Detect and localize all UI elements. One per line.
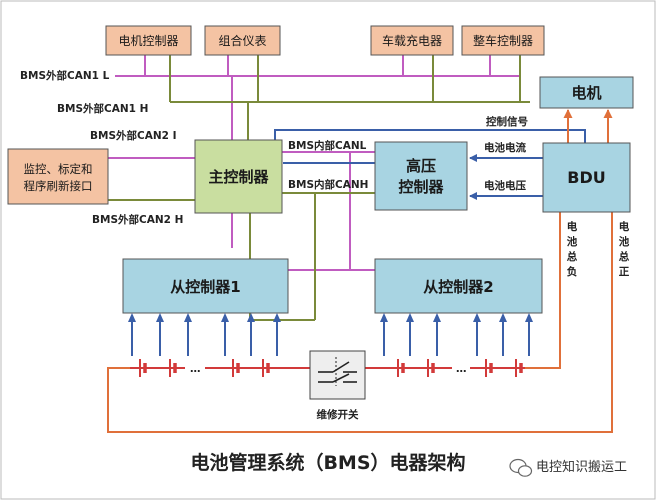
svg-text:组合仪表: 组合仪表 [218,33,266,48]
battery-cells-group-2 [388,359,525,377]
svg-text:从控制器1: 从控制器1 [170,278,240,296]
int-canl-bus [282,151,375,271]
ext-can1-l-bus [115,55,520,140]
battery-current-label: 电池电流 [484,141,526,154]
vehicle-controller-box: 整车控制器 [461,25,545,56]
svg-text:监控、标定和: 监控、标定和 [24,162,93,176]
svg-text:电控知识搬运工: 电控知识搬运工 [536,459,627,475]
sense-arrow [473,313,481,356]
control-signal-line2 [469,154,555,200]
svg-text:整车控制器: 整车控制器 [473,33,533,48]
sense-arrow [156,313,164,356]
wechat-icon [509,458,533,477]
svg-text:电机控制器: 电机控制器 [118,34,178,48]
ext-can1-l-label: BMS外部CAN1 L [20,69,110,82]
onboard-charger-box: 车载充电器 [370,25,454,56]
cells-ellipsis-2: … [456,363,467,375]
sense-arrow [406,313,414,356]
slave-controller-2-box: 从控制器2 [374,258,543,314]
battery-pos-label: 电池总正 [619,220,630,278]
service-switch [290,350,388,400]
svg-text:BDU: BDU [567,168,605,187]
sense-arrow [273,313,281,356]
sense-arrow [247,313,255,356]
sense-arrow [380,313,388,356]
monitor-interface-box: 监控、标定和 程序刷新接口 [7,148,109,205]
ext-can1-h-label: BMS外部CAN1 H [57,102,148,115]
battery-cell [139,359,147,377]
int-canh-label: BMS内部CANH [288,178,368,191]
battery-cell [169,359,177,377]
svg-text:车载充电器: 车载充电器 [382,33,442,48]
battery-cell [485,359,493,377]
battery-cell [232,359,240,377]
svg-text:从控制器2: 从控制器2 [423,278,493,296]
ext-can2-h-label: BMS外部CAN2 H [92,213,183,226]
battery-voltage-label: 电池电压 [484,179,526,192]
bdu-box: BDU [542,142,631,213]
sense-arrow [221,313,229,356]
control-signal-label: 控制信号 [486,115,528,128]
svg-text:电池总负: 电池总负 [567,220,578,278]
diagram-title: 电池管理系统（BMS）电器架构 [190,451,465,474]
sense-arrow [433,313,441,356]
battery-cell [262,359,270,377]
svg-text:控制器: 控制器 [398,178,444,196]
svg-text:主控制器: 主控制器 [208,168,269,186]
ext-can1-h-bus [169,55,530,140]
control-signal-line [274,129,586,143]
hv-controller-box: 高压 控制器 [374,141,468,211]
cell-sense-arrows [128,313,533,356]
sense-arrow [499,313,507,356]
svg-text:电池总正: 电池总正 [619,220,630,278]
sense-arrow [184,313,192,356]
svg-text:程序刷新接口: 程序刷新接口 [24,179,93,193]
battery-cell [515,359,523,377]
sense-arrow [128,313,136,356]
svg-text:高压: 高压 [406,157,436,175]
svg-text:电机: 电机 [571,84,601,102]
cells-ellipsis-1: … [190,363,201,375]
slave-controller-1-box: 从控制器1 [122,258,289,314]
battery-cell [397,359,405,377]
ext-can2-l-label: BMS外部CAN2 I [90,129,177,142]
sense-arrow [525,313,533,356]
instrument-cluster-box: 组合仪表 [204,25,281,56]
power-lines [107,109,613,433]
master-controller-box: 主控制器 [194,139,283,214]
int-canl-label: BMS内部CANL [288,139,367,152]
watermark: 电控知识搬运工 [509,458,627,477]
motor-box: 电机 [539,76,634,109]
battery-cells-group-1 [130,359,290,377]
service-switch-label: 维修开关 [317,408,359,421]
battery-neg-label: 电池总负 [567,220,578,278]
battery-cell [427,359,435,377]
motor-controller-box: 电机控制器 [105,25,192,56]
